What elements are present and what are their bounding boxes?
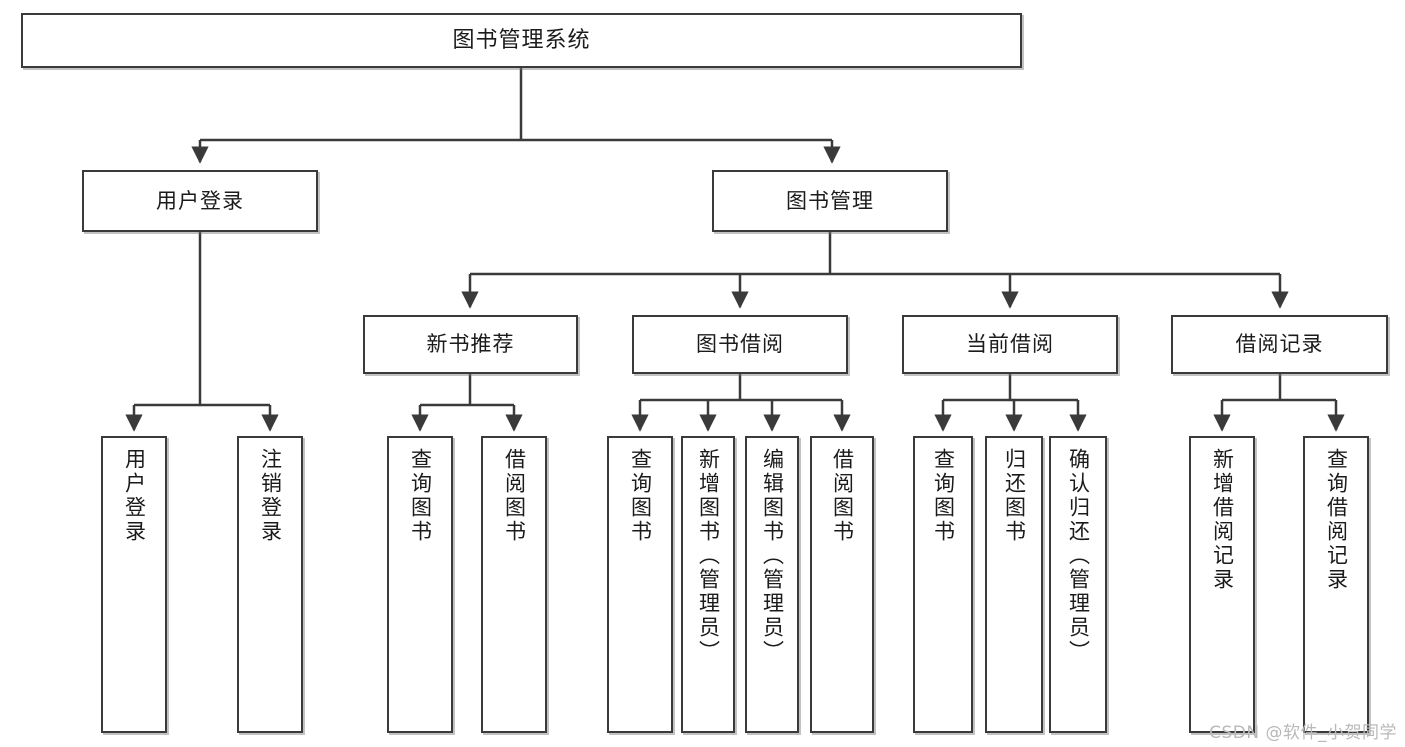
leaf-query-borrow-record[interactable]: 查询借阅记录	[1303, 436, 1369, 733]
leaf-edit-book-admin-label: 编辑图书（管理员）	[760, 448, 785, 664]
node-borrow-record-label: 借阅记录	[1235, 332, 1324, 357]
node-user-login[interactable]: 用户登录	[82, 170, 318, 232]
node-current-borrow[interactable]: 当前借阅	[902, 315, 1118, 374]
leaf-return-book-label: 归还图书	[1002, 448, 1027, 544]
leaf-confirm-return-admin[interactable]: 确认归还（管理员）	[1049, 436, 1107, 733]
node-root-label: 图书管理系统	[452, 27, 591, 53]
node-root[interactable]: 图书管理系统	[21, 13, 1022, 68]
node-borrow-record[interactable]: 借阅记录	[1171, 315, 1388, 374]
leaf-query-book-borrow[interactable]: 查询图书	[607, 436, 673, 733]
leaf-query-book-current-label: 查询图书	[931, 448, 956, 544]
leaf-borrow-book-recommend[interactable]: 借阅图书	[481, 436, 547, 733]
node-book-management-label: 图书管理	[786, 188, 874, 213]
node-new-book-recommend-label: 新书推荐	[426, 332, 515, 357]
node-current-borrow-label: 当前借阅	[966, 332, 1054, 357]
leaf-query-book-recommend-label: 查询图书	[408, 448, 433, 544]
leaf-query-book-borrow-label: 查询图书	[628, 448, 653, 544]
node-book-borrow[interactable]: 图书借阅	[632, 315, 848, 374]
leaf-query-book-recommend[interactable]: 查询图书	[387, 436, 453, 733]
leaf-logout-label: 注销登录	[258, 448, 283, 544]
leaf-return-book[interactable]: 归还图书	[985, 436, 1043, 733]
node-new-book-recommend[interactable]: 新书推荐	[363, 315, 578, 374]
leaf-user-login-label: 用户登录	[122, 448, 147, 544]
node-book-management[interactable]: 图书管理	[712, 170, 948, 232]
node-user-login-label: 用户登录	[156, 188, 244, 213]
leaf-logout[interactable]: 注销登录	[237, 436, 303, 733]
leaf-user-login[interactable]: 用户登录	[101, 436, 167, 733]
leaf-add-borrow-record[interactable]: 新增借阅记录	[1189, 436, 1255, 733]
leaf-borrow-book-label: 借阅图书	[830, 448, 855, 544]
leaf-add-book-admin[interactable]: 新增图书（管理员）	[681, 436, 735, 733]
leaf-add-book-admin-label: 新增图书（管理员）	[696, 448, 721, 664]
leaf-confirm-return-admin-label: 确认归还（管理员）	[1066, 448, 1091, 664]
leaf-add-borrow-record-label: 新增借阅记录	[1210, 448, 1235, 592]
leaf-edit-book-admin[interactable]: 编辑图书（管理员）	[745, 436, 799, 733]
leaf-query-borrow-record-label: 查询借阅记录	[1324, 448, 1349, 592]
node-book-borrow-label: 图书借阅	[696, 332, 784, 357]
watermark-text: CSDN @软件_小贺同学	[1209, 723, 1397, 743]
leaf-borrow-book-recommend-label: 借阅图书	[502, 448, 527, 544]
leaf-query-book-current[interactable]: 查询图书	[913, 436, 973, 733]
leaf-borrow-book[interactable]: 借阅图书	[810, 436, 874, 733]
